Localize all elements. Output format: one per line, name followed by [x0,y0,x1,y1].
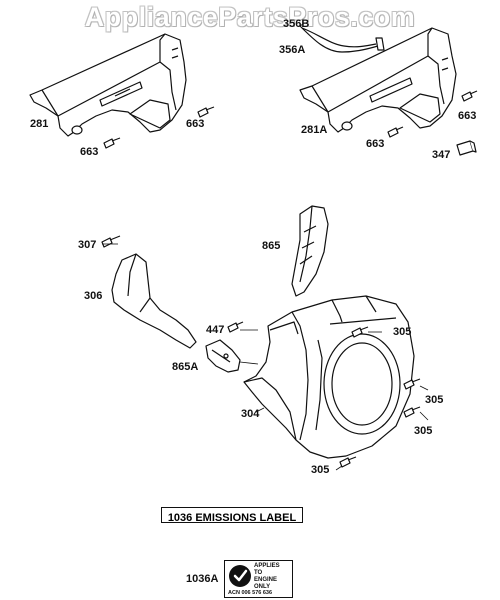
label-304: 304 [241,408,260,420]
part-281a-bracket [299,27,457,133]
label-865a: 865A [172,361,199,373]
label-663-c: 663 [458,110,477,122]
part-305-screw-d [339,456,357,468]
decal-text: APPLIES TO ENGINE ONLY [254,563,280,591]
part-305-screw-a [351,326,369,338]
part-305-screw-c [403,406,421,418]
engine-decal: APPLIES TO ENGINE ONLY ACN 006 576 636 [224,560,293,598]
part-347-clip [456,140,477,156]
watermark: AppliancePartsPros.com [84,2,416,32]
decal-line-4: ONLY [254,584,271,590]
part-305-screw-b [403,378,421,390]
leader-lines [102,23,429,471]
part-304-blower-housing [243,295,415,459]
emissions-label-text: 1036 EMISSIONS LABEL [167,512,297,524]
part-865a-bracket [205,339,241,373]
part-307-screw [101,235,121,248]
part-663-screw-a [197,106,215,118]
check-logo-icon [229,565,251,587]
part-306-air-guide [111,253,197,349]
label-865: 865 [262,240,281,252]
label-447: 447 [206,324,225,336]
decal-line-3: ENGINE [254,577,278,583]
label-356b: 356B [283,18,310,30]
label-307: 307 [78,239,97,251]
label-347: 347 [432,149,451,161]
label-305-a: 305 [393,326,412,338]
label-356a: 356A [279,44,306,56]
decal-line-2: TO [254,570,263,576]
part-663-screw-d [387,126,404,138]
label-663-a: 663 [186,118,205,130]
emissions-label-box: 1036 EMISSIONS LABEL [161,507,303,524]
part-281-bracket [29,33,187,137]
label-663-b: 663 [80,146,99,158]
part-663-screw-b [103,137,121,149]
decal-line-1: APPLIES [254,563,280,569]
label-1036a: 1036A [186,573,219,585]
label-281a: 281A [301,124,328,136]
decal-acn: ACN 006 576 636 [228,590,273,596]
label-305-b: 305 [425,394,444,406]
label-281: 281 [30,118,49,130]
label-305-d: 305 [311,464,330,476]
part-663-screw-c [461,90,478,102]
part-447-screw [227,321,244,333]
part-356-wire [299,25,385,53]
part-865-shield [291,205,329,297]
label-306: 306 [84,290,103,302]
label-305-c: 305 [414,425,433,437]
label-663-d: 663 [366,138,385,150]
